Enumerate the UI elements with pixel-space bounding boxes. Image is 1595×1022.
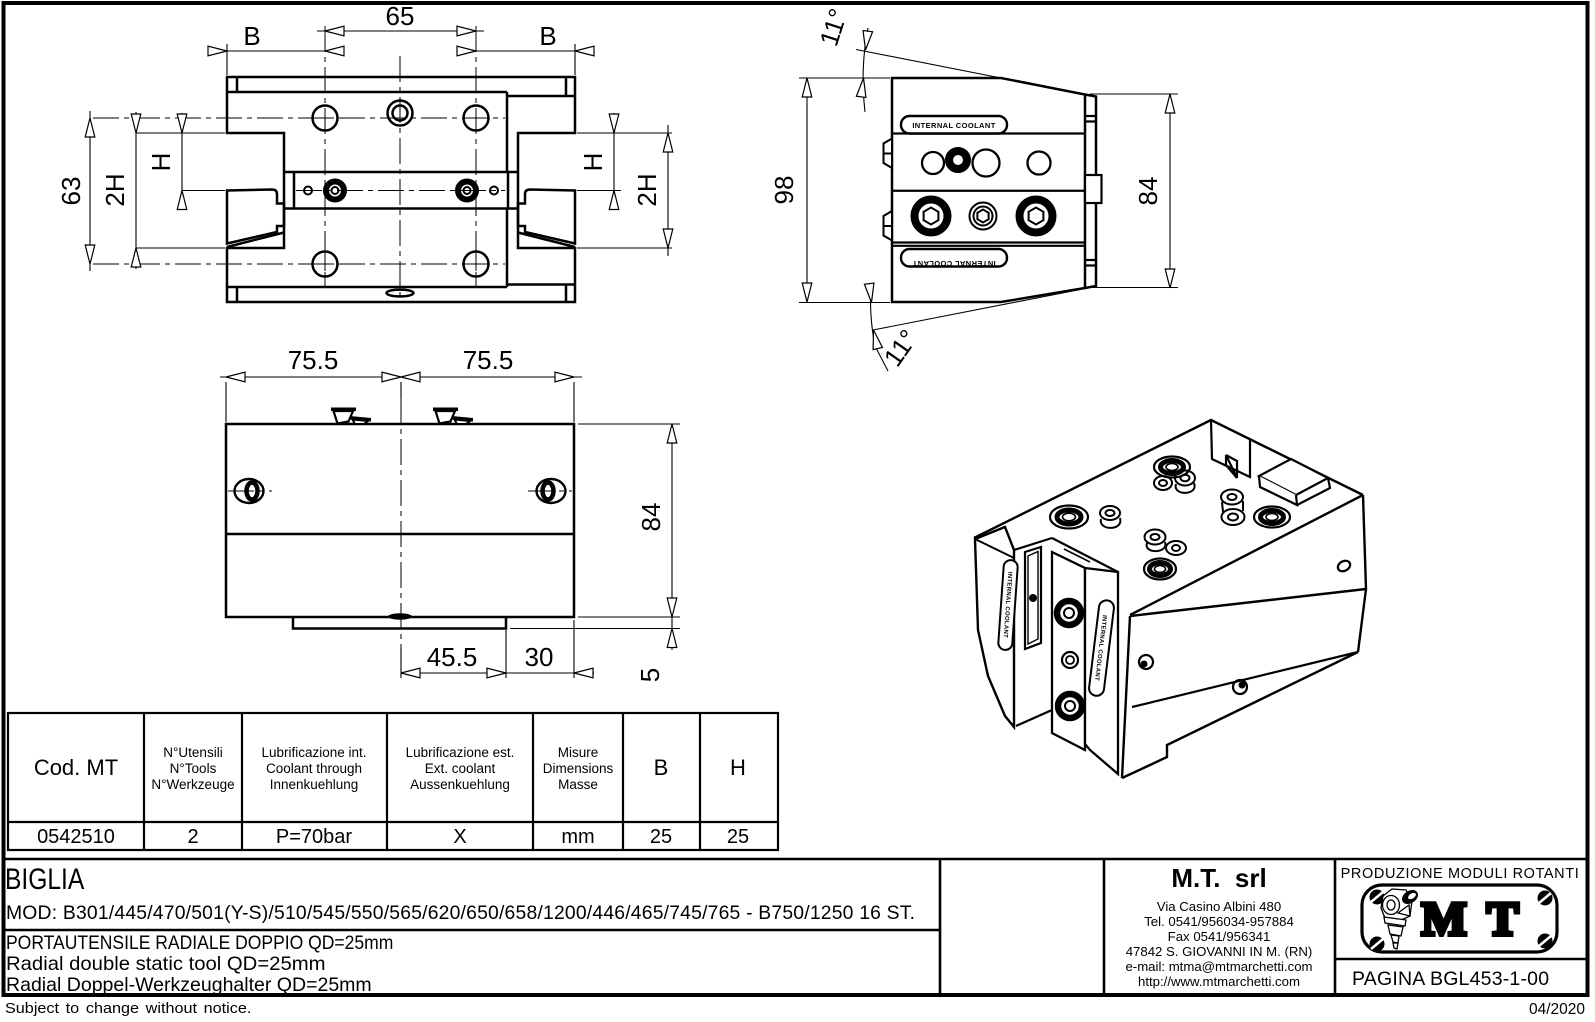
- svg-text:Dimensions: Dimensions: [543, 761, 614, 776]
- svg-text:Ext. coolant: Ext. coolant: [425, 761, 496, 776]
- svg-text:H: H: [578, 153, 608, 172]
- svg-text:45.5: 45.5: [427, 642, 478, 672]
- svg-text:65: 65: [386, 1, 415, 31]
- svg-text:75.5: 75.5: [463, 345, 514, 375]
- svg-text:Masse: Masse: [558, 777, 598, 792]
- svg-text:Misure: Misure: [558, 745, 599, 760]
- svg-text:BIGLIA: BIGLIA: [5, 862, 85, 896]
- svg-text:N°Werkzeuge: N°Werkzeuge: [151, 777, 234, 792]
- svg-text:mm: mm: [561, 826, 594, 848]
- svg-text:P=70bar: P=70bar: [276, 826, 353, 848]
- svg-text:PRODUZIONE MODULI ROTANTI: PRODUZIONE MODULI ROTANTI: [1341, 866, 1580, 882]
- svg-text:MT: MT: [1421, 893, 1538, 946]
- svg-text:PAGINA BGL453-1-00: PAGINA BGL453-1-00: [1352, 968, 1549, 990]
- svg-text:Via Casino Albini 480: Via Casino Albini 480: [1157, 899, 1281, 914]
- svg-text:B: B: [654, 755, 669, 780]
- svg-text:75.5: 75.5: [288, 345, 339, 375]
- svg-text:B: B: [539, 21, 556, 51]
- svg-text:Tel. 0541/956034-957884: Tel. 0541/956034-957884: [1144, 914, 1294, 929]
- svg-text:Radial double static tool QD=2: Radial double static tool QD=25mm: [6, 954, 326, 975]
- svg-text:98: 98: [769, 176, 799, 205]
- svg-text:Lubrificazione int.: Lubrificazione int.: [261, 745, 366, 760]
- svg-text:Fax 0541/956341: Fax 0541/956341: [1168, 929, 1271, 944]
- svg-text:2: 2: [187, 826, 198, 848]
- svg-text:63: 63: [56, 177, 86, 206]
- svg-text:INTERNAL COOLANT: INTERNAL COOLANT: [912, 121, 995, 130]
- svg-text:Aussenkuehlung: Aussenkuehlung: [410, 777, 510, 792]
- svg-text:INTERNAL COOLANT: INTERNAL COOLANT: [1002, 572, 1013, 639]
- svg-text:N°Utensili: N°Utensili: [163, 745, 222, 760]
- svg-text:Cod. MT: Cod. MT: [34, 755, 118, 780]
- svg-text:2H: 2H: [632, 173, 662, 206]
- svg-text:25: 25: [650, 826, 672, 848]
- svg-text:2H: 2H: [100, 173, 130, 206]
- svg-text:84: 84: [636, 503, 666, 532]
- svg-text:Lubrificazione est.: Lubrificazione est.: [406, 745, 515, 760]
- svg-text:B: B: [243, 21, 260, 51]
- svg-text:Subject to change without noti: Subject to change without notice.: [5, 1001, 251, 1017]
- svg-text:H: H: [730, 755, 746, 780]
- svg-text:N°Tools: N°Tools: [170, 761, 217, 776]
- svg-text:30: 30: [525, 642, 554, 672]
- svg-text:H: H: [146, 153, 176, 172]
- svg-text:INTERNAL COOLANT: INTERNAL COOLANT: [912, 259, 995, 268]
- svg-text:PORTAUTENSILE RADIALE DOPPIO Q: PORTAUTENSILE RADIALE DOPPIO QD=25mm: [6, 931, 393, 953]
- svg-text:47842 S. GIOVANNI IN M. (RN): 47842 S. GIOVANNI IN M. (RN): [1126, 944, 1313, 959]
- svg-text:Innenkuehlung: Innenkuehlung: [270, 777, 359, 792]
- svg-text:M.T. srl: M.T. srl: [1171, 863, 1266, 893]
- svg-text:04/2020: 04/2020: [1529, 1001, 1585, 1018]
- svg-text:MOD: B301/445/470/501(Y-S)/510: MOD: B301/445/470/501(Y-S)/510/545/550/5…: [6, 903, 915, 924]
- svg-text:25: 25: [727, 826, 749, 848]
- svg-text:X: X: [453, 826, 466, 848]
- svg-text:http://www.mtmarchetti.com: http://www.mtmarchetti.com: [1138, 974, 1300, 989]
- svg-text:Radial Doppel-Werkzeughalter Q: Radial Doppel-Werkzeughalter QD=25mm: [6, 975, 372, 996]
- svg-text:e-mail: mtma@mtmarchetti.com: e-mail: mtma@mtmarchetti.com: [1125, 959, 1312, 974]
- svg-text:0542510: 0542510: [37, 826, 115, 848]
- svg-text:Coolant through: Coolant through: [266, 761, 362, 776]
- svg-text:84: 84: [1133, 177, 1163, 206]
- svg-text:5: 5: [635, 668, 665, 682]
